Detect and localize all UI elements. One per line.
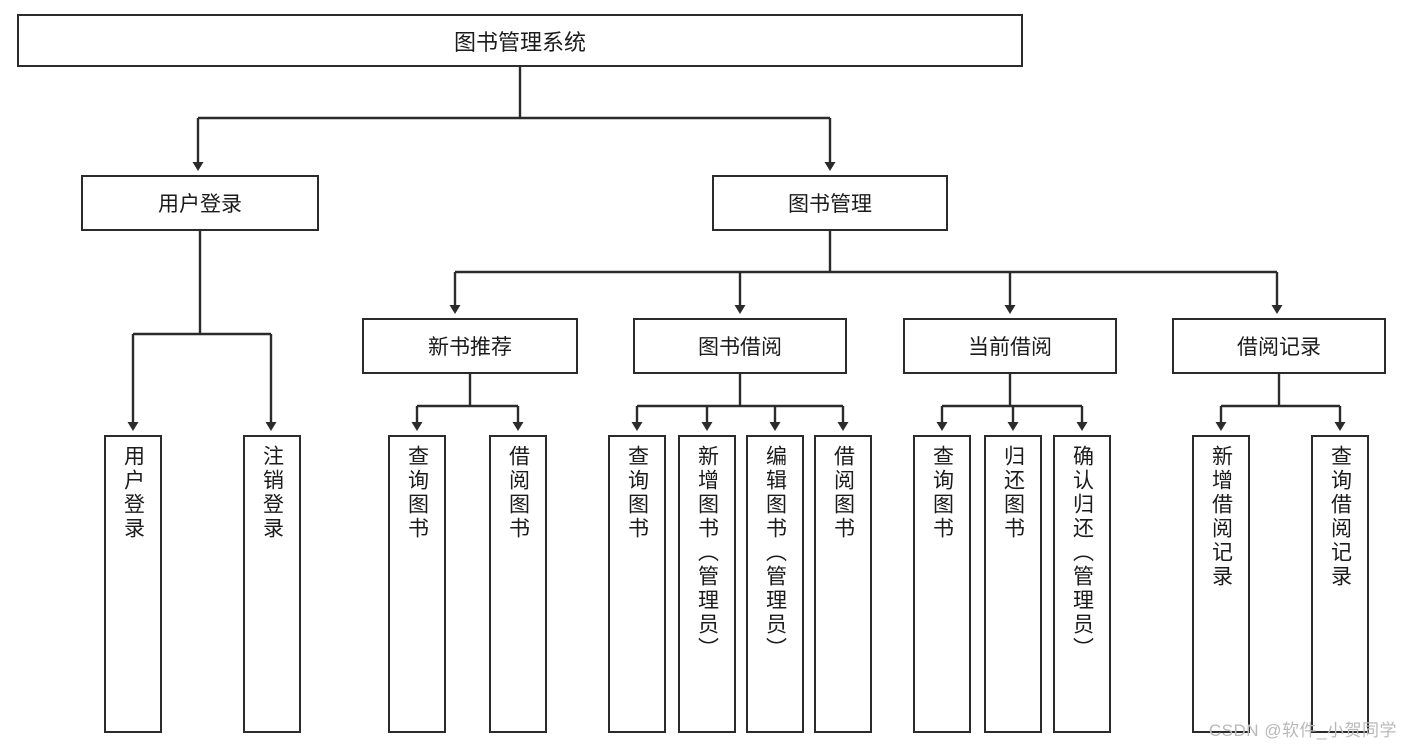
leaf-query-book-1-label: 查询图书 bbox=[405, 445, 429, 541]
node-borrow-record[interactable]: 借阅记录 bbox=[1172, 318, 1386, 374]
leaf-user-login[interactable]: 用户登录 bbox=[104, 435, 162, 733]
leaf-query-book-2-label: 查询图书 bbox=[625, 445, 649, 541]
leaf-add-record-label: 新增借阅记录 bbox=[1209, 445, 1233, 589]
leaf-query-book-1[interactable]: 查询图书 bbox=[388, 435, 446, 733]
leaf-add-book-label: 新增图书（管理员） bbox=[695, 445, 719, 661]
node-user-login-label: 用户登录 bbox=[158, 193, 242, 216]
watermark: CSDN @软件_小贺同学 bbox=[1208, 721, 1397, 740]
leaf-query-record-label: 查询借阅记录 bbox=[1328, 445, 1352, 589]
node-root-label: 图书管理系统 bbox=[453, 29, 586, 55]
node-new-book-recommend-label: 新书推荐 bbox=[428, 336, 512, 359]
leaf-query-book-3[interactable]: 查询图书 bbox=[913, 435, 971, 733]
leaf-query-book-2[interactable]: 查询图书 bbox=[608, 435, 666, 733]
leaf-return-book-label: 归还图书 bbox=[1001, 445, 1025, 541]
leaf-borrow-book-1-label: 借阅图书 bbox=[506, 445, 530, 541]
leaf-confirm-return[interactable]: 确认归还（管理员） bbox=[1053, 435, 1111, 733]
node-book-borrow-label: 图书借阅 bbox=[698, 336, 782, 359]
leaf-edit-book-label: 编辑图书（管理员） bbox=[763, 445, 787, 661]
node-user-login[interactable]: 用户登录 bbox=[81, 175, 319, 231]
leaf-user-login-label: 用户登录 bbox=[121, 445, 145, 541]
leaf-confirm-return-label: 确认归还（管理员） bbox=[1070, 445, 1094, 661]
leaf-borrow-book-2-label: 借阅图书 bbox=[831, 445, 855, 541]
node-book-manage[interactable]: 图书管理 bbox=[712, 175, 948, 231]
leaf-logout[interactable]: 注销登录 bbox=[243, 435, 301, 733]
leaf-add-book[interactable]: 新增图书（管理员） bbox=[678, 435, 736, 733]
leaf-return-book[interactable]: 归还图书 bbox=[984, 435, 1042, 733]
leaf-borrow-book-1[interactable]: 借阅图书 bbox=[489, 435, 547, 733]
node-borrow-record-label: 借阅记录 bbox=[1237, 336, 1321, 359]
leaf-query-record[interactable]: 查询借阅记录 bbox=[1311, 435, 1369, 733]
node-new-book-recommend[interactable]: 新书推荐 bbox=[362, 318, 578, 374]
leaf-edit-book[interactable]: 编辑图书（管理员） bbox=[746, 435, 804, 733]
leaf-add-record[interactable]: 新增借阅记录 bbox=[1192, 435, 1250, 733]
leaf-borrow-book-2[interactable]: 借阅图书 bbox=[814, 435, 872, 733]
node-root[interactable]: 图书管理系统 bbox=[17, 14, 1023, 67]
leaf-query-book-3-label: 查询图书 bbox=[930, 445, 954, 541]
leaf-logout-label: 注销登录 bbox=[260, 445, 284, 541]
node-current-borrow[interactable]: 当前借阅 bbox=[903, 318, 1117, 374]
node-book-borrow[interactable]: 图书借阅 bbox=[633, 318, 847, 374]
node-current-borrow-label: 当前借阅 bbox=[968, 336, 1052, 359]
node-book-manage-label: 图书管理 bbox=[788, 193, 872, 216]
